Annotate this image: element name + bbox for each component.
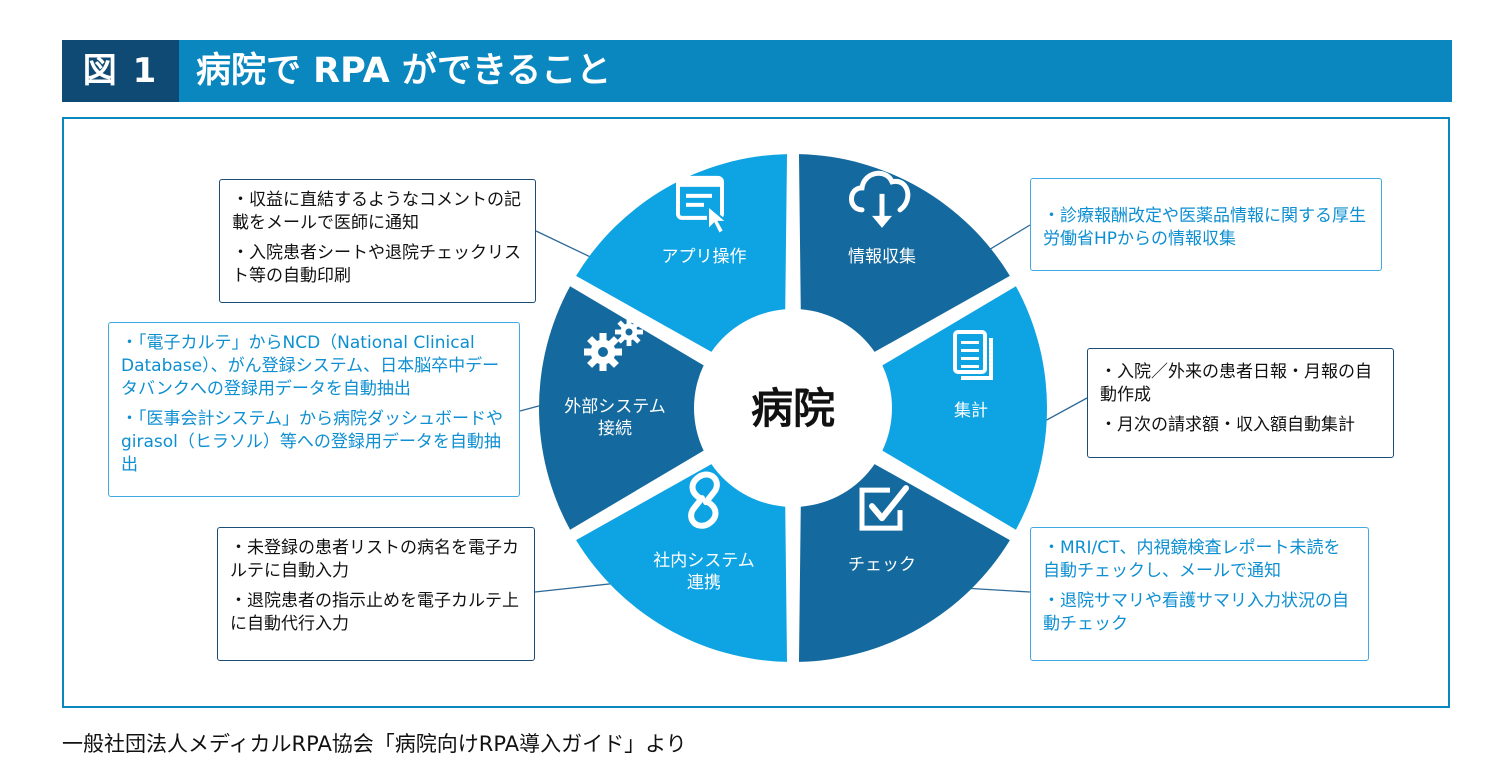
- figure-number-label: 図 1: [62, 40, 179, 102]
- segment-shape: [576, 154, 788, 352]
- segment-total: 集計: [882, 286, 1047, 530]
- documents-icon: [953, 330, 993, 380]
- segment-app: アプリ操作: [576, 154, 788, 352]
- segment-label: 連携: [687, 573, 721, 593]
- cloud-download-icon: [849, 170, 911, 228]
- segment-shape: [576, 464, 788, 662]
- diagram-frame: [62, 117, 1450, 708]
- segment-label: チェック: [848, 555, 916, 575]
- segment-label: 情報収集: [848, 247, 916, 267]
- callout-external-item: ・「医事会計システム」から病院ダッシュボードやgirasol（ヒラソル）等への登…: [121, 409, 503, 475]
- callout-app-item: ・入院患者シートや退院チェックリスト等の自動印刷: [232, 243, 521, 286]
- link-icon: [688, 471, 720, 529]
- callout-app-item: ・収益に直結するようなコメントの記載をメールで医師に通知: [232, 190, 521, 233]
- figure-header: 図 1 病院で RPA ができること: [62, 40, 1452, 102]
- callout-check: ・MRI/CT、内視鏡検査レポート未読を自動チェックし、メールで通知 ・退院サマ…: [1030, 527, 1369, 661]
- figure-title: 病院で RPA ができること: [196, 51, 612, 91]
- callout-internal-item: ・未登録の患者リストの病名を電子カルテに自動入力: [230, 538, 519, 581]
- segment-label: アプリ操作: [662, 247, 747, 267]
- callout-total-item: ・月次の請求額・収入額自動集計: [1100, 415, 1355, 435]
- center-label: 病院: [751, 384, 835, 433]
- segment-shape: [539, 286, 704, 530]
- callout-external: ・「電子カルテ」からNCD（National Clinical Database…: [108, 322, 520, 497]
- segment-info: 情報収集: [798, 154, 1010, 352]
- segment-label: 接続: [598, 419, 632, 439]
- window-cursor-icon: [676, 175, 730, 236]
- callout-external-item: ・「電子カルテ」からNCD（National Clinical Database…: [121, 333, 500, 399]
- callout-app: ・収益に直結するようなコメントの記載をメールで医師に通知 ・入院患者シートや退院…: [219, 179, 536, 303]
- center-hub: 病院: [696, 311, 890, 505]
- checkbox-icon: [859, 485, 909, 531]
- callout-info-item: ・診療報酬改定や医薬品情報に関する厚生労働省HPからの情報収集: [1043, 206, 1366, 249]
- segment-check: チェック: [798, 464, 1010, 662]
- callout-internal-item: ・退院患者の指示止めを電子カルテ上に自動代行入力: [230, 591, 519, 634]
- segment-label: 社内システム: [653, 551, 755, 571]
- callout-total-item: ・入院／外来の患者日報・月報の自動作成: [1100, 362, 1372, 405]
- callout-check-item: ・MRI/CT、内視鏡検査レポート未読を自動チェックし、メールで通知: [1043, 538, 1341, 581]
- callout-check-item: ・退院サマリや看護サマリ入力状況の自動チェック: [1043, 591, 1349, 634]
- callout-total: ・入院／外来の患者日報・月報の自動作成 ・月次の請求額・収入額自動集計: [1087, 348, 1394, 458]
- callout-info: ・診療報酬改定や医薬品情報に関する厚生労働省HPからの情報収集: [1030, 178, 1382, 271]
- source-caption: 一般社団法人メディカルRPA協会「病院向けRPA導入ガイド」より: [62, 732, 687, 756]
- segment-label: 集計: [954, 401, 988, 421]
- segment-shape: [882, 286, 1047, 530]
- callout-internal: ・未登録の患者リストの病名を電子カルテに自動入力 ・退院患者の指示止めを電子カル…: [217, 527, 535, 661]
- gears-icon: [584, 318, 643, 371]
- center-circle: [696, 311, 890, 505]
- segment-shape: [798, 464, 1010, 662]
- segment-label: 外部システム: [564, 397, 666, 417]
